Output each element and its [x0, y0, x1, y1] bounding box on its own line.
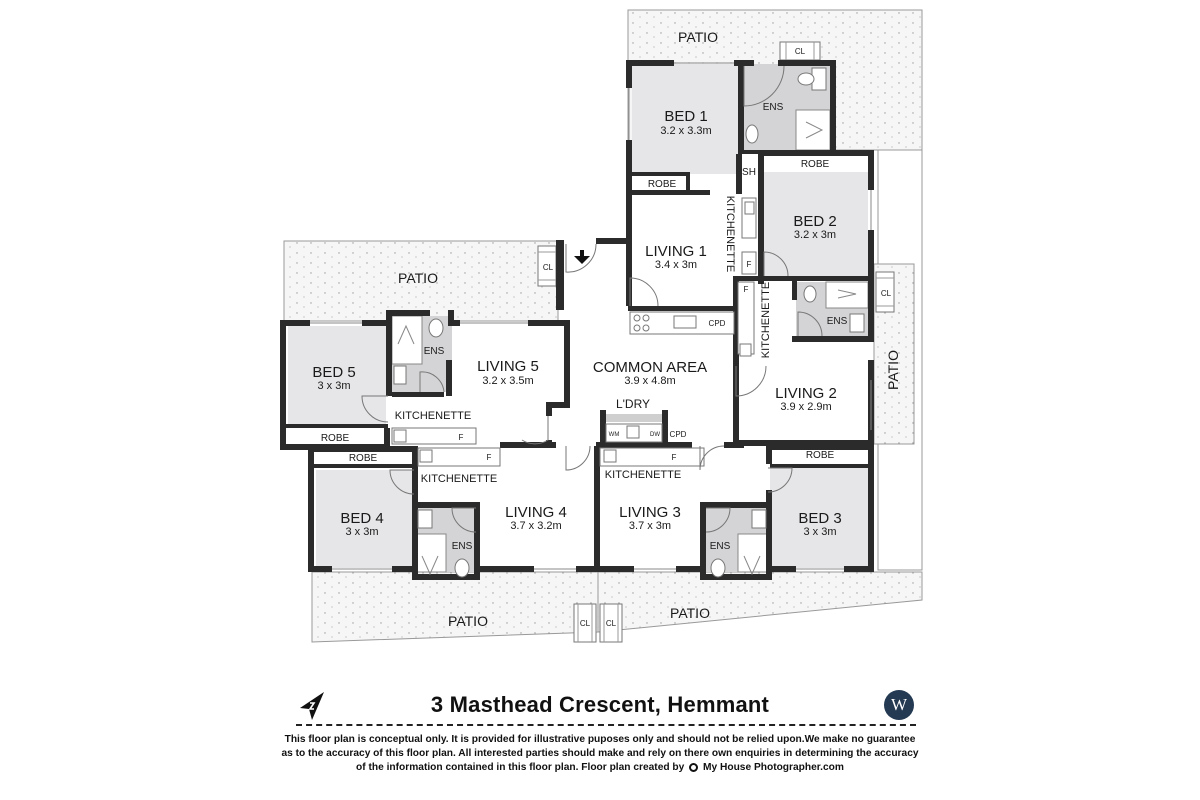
- laundry-label: L'DRY: [616, 397, 650, 411]
- photographer-logo-icon: [689, 763, 699, 772]
- ensuite-1-label: ENS: [763, 102, 784, 113]
- photographer-brand: My House Photographer.com: [703, 762, 844, 773]
- robe-bed-1: ROBE: [648, 179, 677, 190]
- svg-text:CL: CL: [543, 263, 554, 272]
- walls: [280, 60, 874, 580]
- shower-label: SH: [742, 167, 756, 178]
- living-5-dims: 3.2 x 3.5m: [482, 375, 533, 387]
- living-2-dims: 3.9 x 2.9m: [780, 401, 831, 413]
- living-2-name: LIVING 2: [775, 385, 837, 402]
- north-arrow-icon: [300, 692, 324, 720]
- disclaimer-line-2: as to the accuracy of this floor plan. A…: [281, 748, 919, 759]
- kitchenette-living-3: KITCHENETTE: [605, 469, 681, 481]
- bed-4-name: BED 4: [340, 510, 383, 527]
- bed-5-name: BED 5: [312, 364, 355, 381]
- disclaimer-line-3-text: of the information contained in this flo…: [356, 762, 685, 773]
- bed-2-dims: 3.2 x 3m: [794, 229, 836, 241]
- svg-text:CL: CL: [795, 47, 806, 56]
- svg-text:F: F: [487, 453, 492, 462]
- svg-text:CL: CL: [580, 619, 591, 628]
- patio-left: PATIO: [283, 240, 559, 322]
- disclaimer: This floor plan is conceptual only. It i…: [270, 733, 930, 775]
- svg-text:WM: WM: [609, 432, 620, 438]
- svg-text:CPD: CPD: [709, 319, 726, 328]
- svg-text:F: F: [747, 260, 752, 269]
- robe-bed-5: ROBE: [321, 433, 350, 444]
- common-area-name: COMMON AREA: [593, 359, 707, 376]
- svg-text:CL: CL: [881, 289, 892, 298]
- living-4-dims: 3.7 x 3.2m: [510, 520, 561, 532]
- disclaimer-line-1: This floor plan is conceptual only. It i…: [284, 734, 916, 745]
- svg-text:PATIO: PATIO: [670, 605, 710, 621]
- bed-1-name: BED 1: [664, 108, 707, 125]
- ensuite-3-label: ENS: [710, 541, 731, 552]
- bed-2-name: BED 2: [793, 213, 836, 230]
- room-bed-1: [632, 64, 738, 174]
- patio-right-label: PATIO: [885, 350, 901, 390]
- dashed-divider: [296, 724, 916, 726]
- bed-3-name: BED 3: [798, 510, 841, 527]
- room-bed-3: [770, 468, 868, 568]
- entry-arrow-icon: [574, 250, 590, 264]
- common-area-dims: 3.9 x 4.8m: [624, 375, 675, 387]
- clothesline-top: CL: [779, 41, 821, 61]
- kitchenette-living-1: KITCHENETTE: [724, 196, 736, 272]
- ensuite-5-label: ENS: [424, 346, 445, 357]
- kitchenette-living-4: KITCHENETTE: [421, 473, 497, 485]
- kitchenette-living-2: KITCHENETTE: [760, 282, 772, 358]
- footer: 3 Masthead Crescent, Hemmant W This floo…: [0, 680, 1200, 800]
- svg-text:F: F: [672, 453, 677, 462]
- kitchenette-living-5: KITCHENETTE: [395, 410, 471, 422]
- living-1-dims: 3.4 x 3m: [655, 259, 697, 271]
- robe-bed-3: ROBE: [806, 450, 835, 461]
- property-address-title: 3 Masthead Crescent, Hemmant: [430, 692, 770, 717]
- clothesline-right: CL: [875, 271, 895, 313]
- svg-text:PATIO: PATIO: [398, 270, 438, 286]
- living-3-name: LIVING 3: [619, 504, 681, 521]
- svg-text:F: F: [744, 285, 749, 294]
- room-bed-2: [764, 172, 868, 276]
- clothesline-left: CL: [537, 245, 557, 287]
- room-bed-5: [288, 326, 386, 428]
- ensuite-4-label: ENS: [452, 541, 473, 552]
- robe-bed-2: ROBE: [801, 159, 830, 170]
- living-1-name: LIVING 1: [645, 243, 707, 260]
- brand-logo-badge: W: [884, 690, 914, 720]
- svg-text:PATIO: PATIO: [448, 613, 488, 629]
- living-4-name: LIVING 4: [505, 504, 567, 521]
- robe-bed-4: ROBE: [349, 453, 378, 464]
- clothesline-bottom-1: CL: [573, 603, 597, 643]
- bed-4-dims: 3 x 3m: [345, 526, 378, 538]
- svg-text:DW: DW: [650, 432, 660, 438]
- fixtures: F F CPD WM DW CPD F F F: [310, 62, 872, 578]
- floor-plan: PATIO PATIO PATIO PATIO PATIO PATIO CL C…: [280, 9, 923, 643]
- svg-text:PATIO: PATIO: [678, 29, 718, 45]
- svg-text:CL: CL: [606, 619, 617, 628]
- ensuite-2-label: ENS: [827, 316, 848, 327]
- svg-text:CPD: CPD: [670, 430, 687, 439]
- bed-3-dims: 3 x 3m: [803, 526, 836, 538]
- clothesline-bottom-2: CL: [599, 603, 623, 643]
- living-5-name: LIVING 5: [477, 358, 539, 375]
- bed-1-dims: 3.2 x 3.3m: [660, 125, 711, 137]
- disclaimer-line-3: of the information contained in this flo…: [270, 761, 930, 775]
- svg-text:F: F: [459, 433, 464, 442]
- bed-5-dims: 3 x 3m: [317, 380, 350, 392]
- living-3-dims: 3.7 x 3m: [629, 520, 671, 532]
